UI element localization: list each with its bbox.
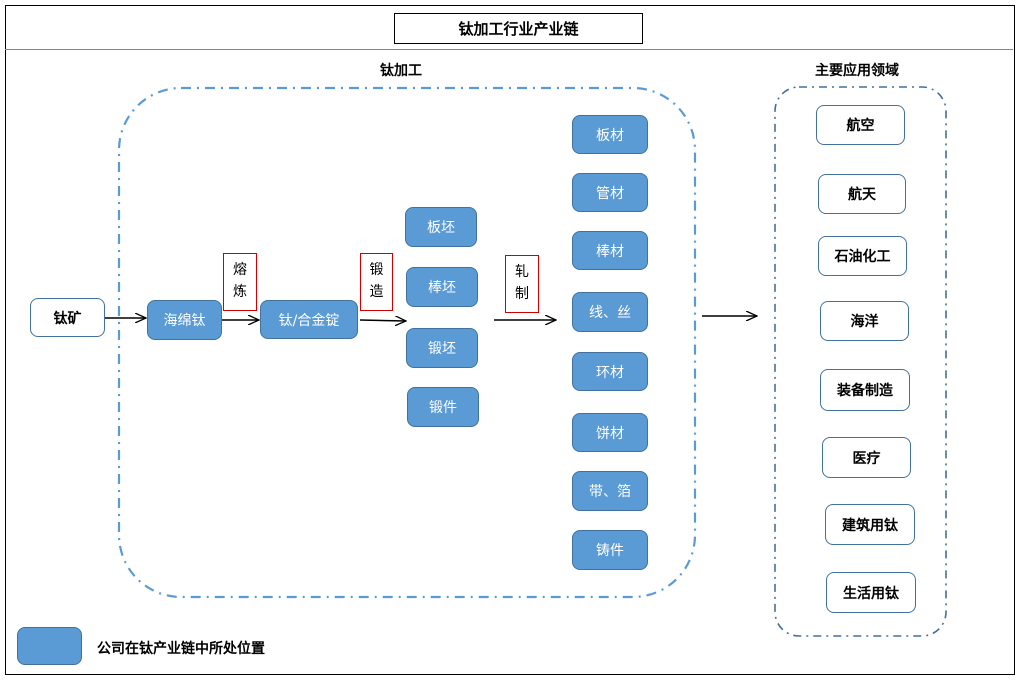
- node-product: 铸件: [572, 530, 648, 570]
- node-application: 装备制造: [820, 369, 910, 411]
- node-product: 带、箔: [572, 471, 648, 511]
- diagram-frame: [5, 5, 1015, 675]
- node-product: 板材: [572, 115, 648, 154]
- node-application: 建筑用钛: [825, 504, 915, 545]
- process-rolling-char-1: 轧: [515, 264, 529, 280]
- applications-container: [774, 86, 947, 637]
- node-billet: 板坯: [405, 207, 477, 247]
- legend-swatch: [17, 627, 82, 665]
- process-forging-char-1: 锻: [369, 262, 384, 278]
- node-billet: 棒坯: [406, 267, 478, 307]
- node-application: 医疗: [822, 437, 911, 478]
- diagram-title: 钛加工行业产业链: [394, 13, 643, 44]
- process-melting-char-2: 炼: [233, 284, 247, 300]
- process-melting: 熔 炼: [223, 253, 257, 311]
- node-titanium-ingot: 钛/合金锭: [260, 300, 358, 339]
- section-label-applications: 主要应用领域: [815, 63, 899, 79]
- node-product: 棒材: [572, 231, 648, 270]
- node-billet: 锻件: [407, 387, 479, 427]
- process-rolling-char-2: 制: [515, 286, 529, 302]
- node-application: 航天: [818, 174, 906, 214]
- node-product: 线、丝: [572, 292, 648, 332]
- node-titanium-ore: 钛矿: [30, 298, 105, 337]
- node-product: 饼材: [572, 413, 648, 452]
- node-product: 环材: [572, 352, 648, 391]
- node-application: 生活用钛: [826, 572, 916, 613]
- process-forging-char-2: 造: [369, 284, 384, 300]
- process-forging: 锻 造: [360, 253, 393, 311]
- node-product: 管材: [572, 173, 648, 212]
- node-sponge-titanium: 海绵钛: [147, 300, 222, 340]
- process-melting-char-1: 熔: [233, 262, 247, 278]
- header-divider: [5, 49, 1013, 50]
- node-application: 航空: [816, 105, 905, 145]
- node-billet: 锻坯: [406, 328, 478, 368]
- section-label-processing: 钛加工: [380, 63, 422, 79]
- node-application: 石油化工: [818, 236, 907, 276]
- process-rolling: 轧 制: [505, 255, 539, 313]
- arrow-ingot-to-billets: [359, 320, 406, 321]
- legend-label: 公司在钛产业链中所处位置: [97, 641, 265, 657]
- processing-container: [117, 86, 697, 599]
- node-application: 海洋: [820, 301, 909, 341]
